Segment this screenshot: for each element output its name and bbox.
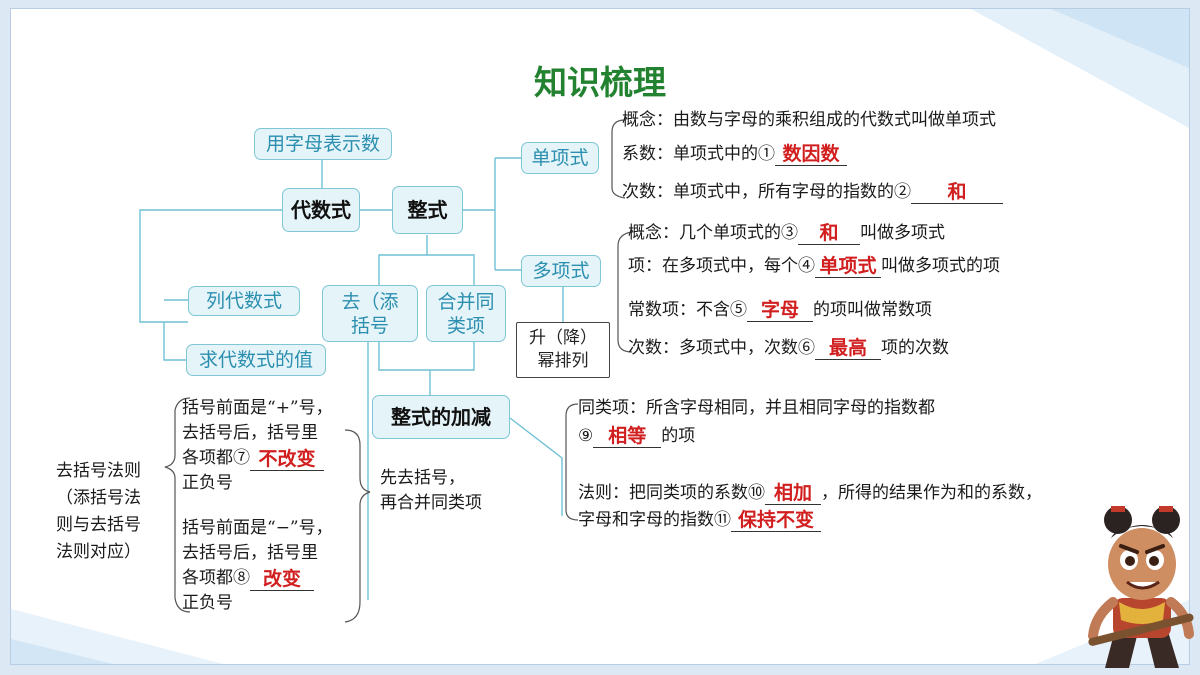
- node-polynomial-general: 整式: [392, 186, 463, 234]
- answer-9: 相等: [608, 425, 647, 447]
- addsub-note-line-2: 再合并同类项: [380, 493, 482, 513]
- node-brackets-line-1: 去（添: [341, 290, 399, 313]
- blank-2: 和: [911, 181, 1003, 204]
- polynomial-constant: 常数项：不含⑤ 字母的项叫做常数项: [628, 298, 932, 322]
- monomial-degree-text: 次数：单项式中，所有字母的指数的②: [622, 182, 911, 202]
- polynomial-degree-suffix: 项的次数: [881, 338, 949, 358]
- like-terms-rule-text: 法则：把同类项的系数⑩: [578, 483, 765, 503]
- answer-10: 相加: [773, 482, 812, 504]
- blank-4: 单项式: [815, 255, 881, 278]
- monomial-coefficient: 系数：单项式中的① 数因数: [622, 142, 847, 166]
- answer-4: 单项式: [819, 255, 877, 277]
- node-evaluate-expression: 求代数式的值: [186, 344, 326, 376]
- node-remove-add-brackets: 去（添 括号: [322, 285, 418, 342]
- like-terms-definition: 同类项：所含字母相同，并且相同字母的指数都: [578, 398, 935, 418]
- node-brackets-line-2: 括号: [350, 314, 389, 337]
- answer-11: 保持不变: [737, 509, 814, 531]
- bracket-plus-line-1: 括号前面是“+”号，: [182, 398, 333, 418]
- polynomial-degree: 次数：多项式中，次数⑥ 最高项的次数: [628, 336, 949, 360]
- node-list-expression: 列代数式: [188, 286, 300, 316]
- like-terms-rule-suffix: ，所得的结果作为和的系数，: [821, 483, 1042, 503]
- blank-9: 相等: [593, 425, 662, 448]
- polynomial-degree-text: 次数：多项式中，次数⑥: [628, 338, 815, 358]
- answer-2: 和: [947, 181, 967, 203]
- bracket-plus-line-2: 去括号后，括号里: [182, 423, 318, 443]
- blank-6: 最高: [815, 337, 881, 360]
- like-terms-definition-2: ⑨ 相等的项: [578, 424, 695, 448]
- like-terms-num: ⑨: [578, 426, 594, 446]
- like-terms-rule: 法则：把同类项的系数⑩ 相加 ，所得的结果作为和的系数，: [578, 481, 1042, 505]
- node-addition-subtraction: 整式的加减: [372, 395, 510, 439]
- polynomial-constant-suffix: 的项叫做常数项: [813, 300, 932, 320]
- polynomial-concept-text: 概念：几个单项式的③: [628, 223, 798, 243]
- bracket-rule-minus: 括号前面是“−”号， 去括号后，括号里 各项都⑧ 改变 正负号: [182, 516, 333, 616]
- blank-3: 和: [798, 222, 860, 245]
- page-title: 知识梳理: [534, 63, 666, 102]
- answer-7: 不改变: [258, 448, 316, 470]
- addsub-note: 先去括号， 再合并同类项: [380, 466, 482, 516]
- bracket-plus-line-3: 各项都⑦ 不改变: [182, 446, 333, 471]
- polynomial-term-suffix: 叫做多项式的项: [881, 256, 1000, 276]
- polynomial-concept: 概念：几个单项式的③ 和 叫做多项式: [628, 221, 945, 245]
- node-order-line-2: 幂排列: [537, 351, 589, 371]
- like-terms-rule2-text: 字母和字母的指数⑪: [578, 510, 731, 530]
- monomial-coefficient-text: 系数：单项式中的①: [622, 144, 775, 164]
- bracket-rule-label-2: （添括号法: [56, 488, 141, 508]
- blank-11: 保持不变: [731, 509, 821, 532]
- polynomial-concept-suffix: 叫做多项式: [860, 223, 945, 243]
- answer-5: 字母: [760, 299, 799, 321]
- blank-10: 相加: [765, 482, 821, 505]
- blank-8: 改变: [250, 568, 314, 591]
- monomial-degree: 次数：单项式中，所有字母的指数的② 和: [622, 180, 1003, 204]
- answer-6: 最高: [828, 337, 867, 359]
- node-combine-line-2: 类项: [446, 314, 485, 337]
- node-combine-like-terms: 合并同 类项: [426, 285, 506, 342]
- bracket-minus-line-3-text: 各项都⑧: [182, 568, 250, 588]
- like-terms-rule-2: 字母和字母的指数⑪ 保持不变: [578, 508, 821, 532]
- like-terms-suffix: 的项: [661, 426, 696, 446]
- bracket-minus-line-1: 括号前面是“−”号，: [182, 518, 333, 538]
- node-combine-line-1: 合并同: [437, 290, 495, 313]
- bracket-rule-label-1: 去括号法则: [56, 461, 141, 481]
- bracket-rule-label-3: 则与去括号: [56, 515, 141, 535]
- bracket-plus-line-4: 正负号: [182, 473, 233, 493]
- bracket-minus-line-2: 去括号后，括号里: [182, 543, 318, 563]
- node-algebraic-expression: 代数式: [282, 188, 360, 232]
- blank-7: 不改变: [250, 448, 324, 471]
- answer-1: 数因数: [782, 143, 840, 165]
- cartoon-boy-character-icon: [1088, 506, 1194, 668]
- bracket-rule-plus: 括号前面是“+”号， 去括号后，括号里 各项都⑦ 不改变 正负号: [182, 396, 333, 496]
- node-polynomial: 多项式: [521, 255, 601, 287]
- node-letters-represent-numbers: 用字母表示数: [254, 128, 392, 160]
- blank-1: 数因数: [775, 143, 847, 166]
- answer-3: 和: [819, 222, 839, 244]
- node-ascending-descending-order: 升（降） 幂排列: [516, 322, 610, 378]
- node-monomial: 单项式: [521, 142, 599, 174]
- polynomial-constant-text: 常数项：不含⑤: [628, 300, 747, 320]
- node-order-line-1: 升（降）: [529, 328, 597, 348]
- bracket-rule-label-4: 法则对应）: [56, 542, 141, 562]
- bracket-minus-line-4: 正负号: [182, 593, 233, 613]
- answer-8: 改变: [262, 568, 301, 590]
- bracket-minus-line-3: 各项都⑧ 改变: [182, 566, 333, 591]
- bracket-rule-label: 去括号法则 （添括号法 则与去括号 法则对应）: [56, 458, 141, 566]
- blank-5: 字母: [747, 299, 813, 322]
- addsub-note-line-1: 先去括号，: [380, 468, 465, 488]
- monomial-concept: 概念：由数与字母的乘积组成的代数式叫做单项式: [622, 110, 996, 130]
- polynomial-term-text: 项：在多项式中，每个④: [628, 256, 815, 276]
- bracket-plus-line-3-text: 各项都⑦: [182, 448, 250, 468]
- slide-frame: [10, 8, 1190, 665]
